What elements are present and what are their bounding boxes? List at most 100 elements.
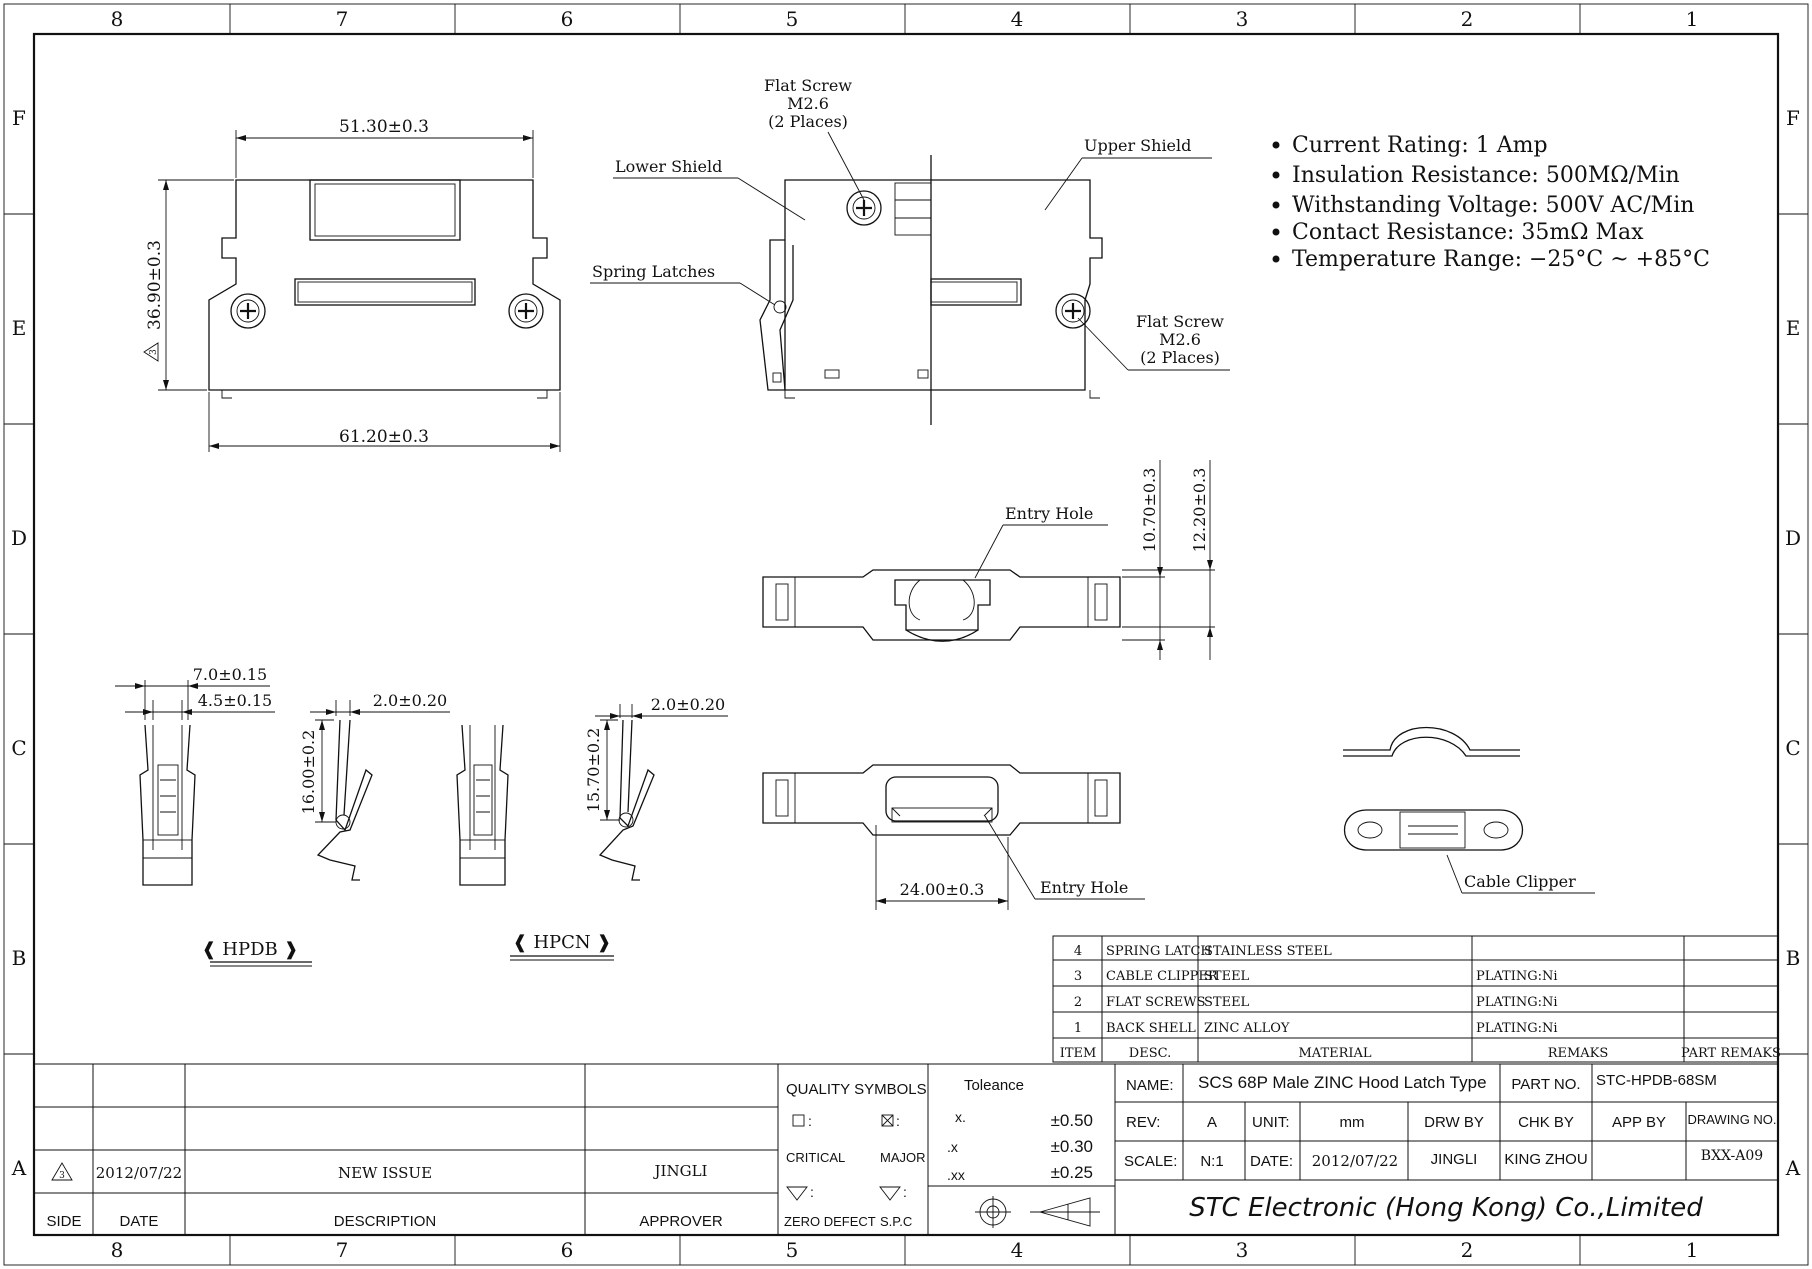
- dim-hpdb-a-label: 7.0±0.15: [193, 665, 267, 684]
- quality-title: QUALITY SYMBOLS: [786, 1081, 927, 1098]
- col-label-3: 3: [1236, 7, 1249, 31]
- company-name: STC Electronic (Hong Kong) Co.,Limited: [1189, 1193, 1703, 1223]
- callout-flat-screw-top-line3: (2 Places): [768, 112, 848, 131]
- latch-hpdb: 7.0±0.15 4.5±0.15 2.0±0.20 16.00±0.2 ❰ H…: [115, 665, 450, 967]
- row-label-c: C: [11, 736, 26, 760]
- svg-text::: :: [903, 1184, 907, 1200]
- tolerance-key-2: .x: [947, 1139, 958, 1155]
- bom-row-4-desc: SPRING LATCH: [1106, 944, 1212, 959]
- dim-hpdb-height-label: 16.00±0.2: [299, 730, 318, 815]
- latch-hpcn: 2.0±0.20 15.70±0.2 ❰ HPCN ❱: [456, 695, 728, 961]
- revision-description: NEW ISSUE: [338, 1164, 432, 1182]
- row-label-b-right: B: [1786, 946, 1801, 970]
- callout-flat-screw-right-line2: M2.6: [1159, 330, 1201, 349]
- title-chk-by-label: CHK BY: [1518, 1114, 1574, 1131]
- title-date-label: DATE:: [1250, 1153, 1293, 1170]
- dim-width-bottom-label: 61.20±0.3: [339, 427, 429, 447]
- spec-contact-resistance: Contact Resistance: 35mΩ Max: [1292, 220, 1644, 245]
- tolerance-key-3: .xx: [947, 1167, 965, 1183]
- spc-triangle-icon: [879, 1186, 901, 1201]
- bom-header-item: ITEM: [1060, 1046, 1097, 1061]
- critical-square-icon: [792, 1114, 805, 1127]
- svg-text::: :: [810, 1184, 814, 1200]
- revision-date: 2012/07/22: [96, 1164, 182, 1182]
- title-name-value: SCS 68P Male ZINC Hood Latch Type: [1198, 1073, 1487, 1092]
- dim-hpdb-b-label: 4.5±0.15: [198, 691, 272, 710]
- spec-temperature-range: Temperature Range: −25°C ~ +85°C: [1292, 247, 1710, 272]
- row-label-a: A: [11, 1156, 27, 1180]
- revision-header-date: DATE: [120, 1213, 159, 1230]
- dim-hpdb-height: 16.00±0.2: [299, 719, 336, 823]
- quality-zero-defect: ZERO DEFECT: [784, 1214, 876, 1229]
- screw-side-icon: [1055, 293, 1091, 329]
- dim-hpcn-height-label: 15.70±0.2: [584, 728, 603, 813]
- col-label-1-bottom: 1: [1686, 1238, 1699, 1262]
- hpcn-title: ❰ HPCN ❱: [510, 932, 614, 961]
- col-label-4: 4: [1011, 7, 1024, 31]
- bom-row-3-desc: CABLE CLIPPER: [1106, 969, 1219, 984]
- title-name-label: NAME:: [1126, 1077, 1174, 1094]
- bom-row-2-material: STEEL: [1204, 995, 1250, 1010]
- callout-flat-screw-top-line1: Flat Screw: [764, 76, 852, 95]
- screw-top-icon: [846, 190, 882, 226]
- dim-hpcn-c: 2.0±0.20: [595, 695, 728, 719]
- title-scale-value: N:1: [1200, 1153, 1223, 1170]
- bom-row-1-item: 1: [1074, 1021, 1082, 1036]
- callout-entry-hole-top: Entry Hole: [974, 504, 1108, 579]
- col-label-8-bottom: 8: [111, 1238, 124, 1262]
- svg-text::: :: [896, 1113, 900, 1129]
- col-label-7-bottom: 7: [336, 1238, 349, 1262]
- hpcn-title-label: ❰ HPCN ❱: [513, 932, 612, 953]
- bom-header-material: MATERIAL: [1298, 1046, 1371, 1061]
- callout-lower-shield: Lower Shield: [613, 157, 806, 221]
- row-label-f: F: [12, 106, 26, 130]
- title-unit-label: UNIT:: [1252, 1114, 1290, 1131]
- title-rev-label: REV:: [1126, 1114, 1160, 1131]
- hpdb-title-label: ❰ HPDB ❱: [201, 939, 298, 960]
- row-label-b: B: [12, 946, 27, 970]
- revision-header-description: DESCRIPTION: [334, 1213, 437, 1230]
- tolerance-title: Toleance: [964, 1077, 1024, 1094]
- col-label-5-bottom: 5: [786, 1238, 799, 1262]
- cable-clipper: Cable Clipper: [1343, 726, 1595, 894]
- side-view: Flat Screw M2.6 (2 Places) Lower Shield …: [590, 76, 1230, 425]
- title-unit-value: mm: [1340, 1114, 1365, 1131]
- dim-width-bottom: 61.20±0.3: [208, 392, 561, 452]
- dim-height-marker: 3: [149, 349, 159, 355]
- title-drw-by-label: DRW BY: [1424, 1114, 1484, 1131]
- callout-flat-screw-right-line3: (2 Places): [1140, 348, 1220, 367]
- dim-hpdb-c-label: 2.0±0.20: [373, 691, 447, 710]
- title-rev-value: A: [1207, 1114, 1217, 1131]
- tolerance-block: Toleance x. ±0.50 .x ±0.30 .xx ±0.25: [928, 1064, 1116, 1235]
- quality-critical: CRITICAL: [786, 1150, 845, 1165]
- bom-row-2-desc: FLAT SCREWS: [1106, 995, 1206, 1010]
- dim-height: 36.90±0.3 3: [143, 179, 234, 391]
- bom-row-4-material: STAINLESS STEEL: [1204, 944, 1332, 959]
- callout-spring-latches: Spring Latches: [590, 262, 776, 306]
- screw-left-icon: [230, 293, 266, 329]
- bom-row-3-item: 3: [1074, 969, 1082, 984]
- callout-flat-screw-top: Flat Screw M2.6 (2 Places): [764, 76, 865, 201]
- title-drawing-no-label: DRAWING NO.: [1687, 1112, 1776, 1127]
- bom-row-1-material: ZINC ALLOY: [1204, 1021, 1290, 1036]
- dim-hpcn-c-label: 2.0±0.20: [651, 695, 725, 714]
- tolerance-value-2: ±0.30: [1051, 1137, 1093, 1156]
- title-chk-by-value: KING ZHOU: [1504, 1151, 1587, 1168]
- callout-lower-shield-label: Lower Shield: [615, 157, 722, 176]
- dim-hpcn-height: 15.70±0.2: [584, 719, 620, 821]
- callout-spring-latches-label: Spring Latches: [592, 262, 715, 281]
- bom-row-3-remark: PLATING:Ni: [1476, 969, 1558, 984]
- col-label-3-bottom: 3: [1236, 1238, 1249, 1262]
- quality-spc: S.P.C: [880, 1214, 912, 1229]
- dim-entry-inner-label: 10.70±0.3: [1140, 468, 1159, 553]
- title-block: NAME: SCS 68P Male ZINC Hood Latch Type …: [1115, 1064, 1778, 1223]
- zero-defect-triangle-icon: [786, 1186, 808, 1201]
- row-label-c-right: C: [1785, 736, 1800, 760]
- first-angle-projection-icon: [975, 1196, 1100, 1228]
- bom-header-desc: DESC.: [1129, 1046, 1171, 1061]
- front-view: 51.30±0.3 61.20±0.3 36.90±0.3 3: [143, 117, 561, 452]
- spec-current-rating: Current Rating: 1 Amp: [1292, 133, 1548, 158]
- row-label-d: D: [11, 526, 27, 550]
- entry-view-bottom: Entry Hole 24.00±0.3: [762, 764, 1145, 910]
- col-label-7: 7: [336, 7, 349, 31]
